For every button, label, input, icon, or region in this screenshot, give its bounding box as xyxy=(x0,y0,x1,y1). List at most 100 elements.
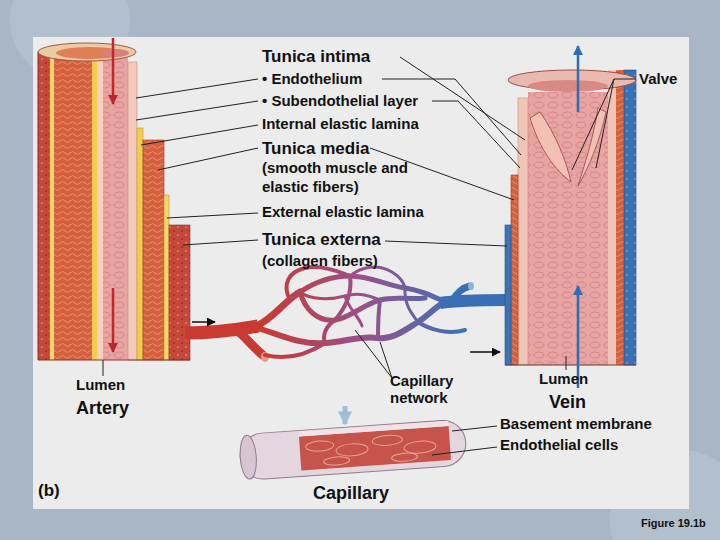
capillary xyxy=(418,322,465,332)
flow-connector xyxy=(343,406,348,424)
panel-letter: (b) xyxy=(38,480,60,501)
leader-line xyxy=(566,356,567,370)
endothelial-cell xyxy=(305,440,334,452)
flow-arrow xyxy=(112,288,115,352)
layer-heading: Tunica media xyxy=(262,138,369,159)
valve-flap xyxy=(530,112,571,182)
layer-heading: Tunica intima xyxy=(262,46,370,67)
endothelial-cell xyxy=(391,452,417,462)
tunica-externa xyxy=(38,52,50,360)
endothelium xyxy=(128,62,137,360)
vein-top xyxy=(528,80,608,92)
layer-heading: Tunica externa xyxy=(262,229,381,250)
leader-line xyxy=(167,213,258,218)
leader-line xyxy=(141,125,258,145)
vein-media xyxy=(616,70,624,365)
vein-illustration xyxy=(505,46,636,388)
capillary xyxy=(265,343,325,357)
part-name: Lumen xyxy=(76,376,125,395)
node-title: Artery xyxy=(76,398,129,419)
capillary-node: Capillary xyxy=(235,424,467,504)
leader-line xyxy=(136,79,258,98)
part-name: Basement membrane xyxy=(500,415,652,434)
lumen xyxy=(103,52,128,360)
figure-caption: Figure 19.1b xyxy=(641,517,706,531)
capillary xyxy=(378,300,380,338)
vein-intima xyxy=(518,98,528,365)
subendothelial-layer xyxy=(97,52,103,360)
leader-line xyxy=(452,426,497,431)
flow-connector xyxy=(470,351,500,353)
flow-arrow xyxy=(577,46,580,112)
node-title: Capillary xyxy=(313,483,389,504)
capillary-network-illustration xyxy=(185,267,506,362)
layer-name: • Subendothelial layer xyxy=(262,92,418,111)
capillary xyxy=(405,288,445,302)
tunica-media xyxy=(143,140,164,360)
basement-membrane xyxy=(299,421,449,436)
layer-name: Internal elastic lamina xyxy=(262,115,419,134)
artery-top xyxy=(38,43,136,61)
endothelial-cell xyxy=(404,440,437,454)
vein-node: Vein xyxy=(500,38,640,413)
flow-arrow xyxy=(112,38,115,104)
endothelial-cell xyxy=(372,434,403,446)
leader-line xyxy=(432,101,520,168)
panel xyxy=(33,37,689,509)
capillary xyxy=(324,320,335,343)
part-name: Valve xyxy=(639,70,677,89)
venule-end xyxy=(468,282,474,290)
endothelial-cell xyxy=(323,456,349,466)
capillary xyxy=(345,296,362,326)
spacer xyxy=(350,368,351,388)
arteriole xyxy=(238,331,264,356)
artery-top xyxy=(101,49,129,57)
capillary xyxy=(350,267,405,288)
internal-elastic-lamina xyxy=(92,52,97,360)
part-name: Lumen xyxy=(539,370,588,389)
layer-name: • Endothelium xyxy=(262,70,362,89)
tunica-externa xyxy=(169,225,190,360)
node-title: Vein xyxy=(549,392,586,413)
leader-line xyxy=(596,79,614,168)
venule xyxy=(452,286,470,301)
part-name: Endothelial cells xyxy=(500,436,618,455)
internal-elastic-lamina xyxy=(137,128,143,360)
leader-line xyxy=(136,101,258,120)
leader-line xyxy=(103,360,104,376)
capillary xyxy=(300,276,405,292)
vein-media xyxy=(511,175,518,365)
capillary xyxy=(255,292,300,327)
layer-description: (collagen fibers) xyxy=(262,252,378,271)
layer-description: (smooth muscle and elastic fibers) xyxy=(262,159,452,197)
external-elastic-lamina xyxy=(164,195,169,360)
vein-outline xyxy=(505,365,636,366)
artery-node: Artery xyxy=(40,38,192,420)
capillary-network-node: Capillary network xyxy=(215,268,470,406)
leader-line xyxy=(400,57,525,140)
capillary xyxy=(378,302,445,338)
leader-line xyxy=(183,240,258,245)
tunica-media xyxy=(54,52,92,360)
vein-lumen xyxy=(528,92,608,365)
leader-line xyxy=(572,79,636,170)
capillary-tube xyxy=(239,419,468,481)
vein-externa xyxy=(624,70,636,365)
external-elastic-lamina xyxy=(50,52,54,360)
endothelial-cell xyxy=(336,443,369,457)
vein-intima xyxy=(608,70,616,365)
node-title: Capillary network xyxy=(390,372,470,407)
layer-name: External elastic lamina xyxy=(262,203,424,222)
leader-line xyxy=(385,241,507,246)
leader-line xyxy=(432,447,497,455)
capillary-end xyxy=(239,435,258,480)
artery-illustration xyxy=(38,38,190,360)
capillary xyxy=(300,292,380,300)
flow-connector xyxy=(192,321,215,323)
arteriole xyxy=(185,326,258,333)
capillary xyxy=(405,288,418,322)
venule xyxy=(440,300,506,303)
leader-line xyxy=(355,330,392,378)
